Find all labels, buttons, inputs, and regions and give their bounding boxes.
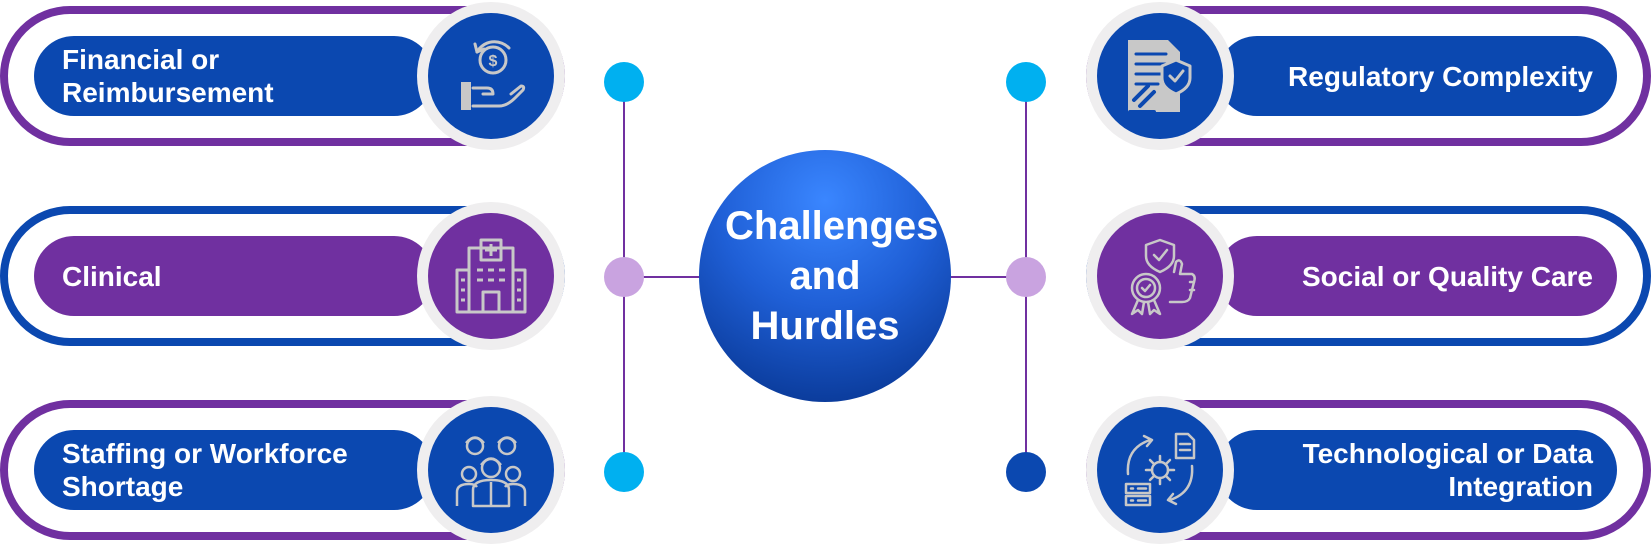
left-top-dot xyxy=(604,62,644,102)
item-bar xyxy=(1217,36,1617,116)
item-label: Clinical xyxy=(62,260,162,292)
item-label: Regulatory Complexity xyxy=(1288,60,1593,92)
item-label: Staffing or Workforce Shortage xyxy=(62,438,348,502)
icon-disc: $ xyxy=(428,13,554,139)
center-title-text: Challenges and Hurdles xyxy=(725,204,939,348)
right-middle-dot xyxy=(1006,257,1046,297)
item-regulatory-complexity: Regulatory Complexity xyxy=(1086,2,1651,150)
right-top-dot xyxy=(1006,62,1046,102)
icon-disc xyxy=(428,407,554,533)
workforce-team-icon xyxy=(455,436,527,508)
quality-award-icon xyxy=(1130,238,1196,316)
regulation-document-icon xyxy=(1128,40,1192,114)
hospital-icon xyxy=(455,238,527,314)
item-social-quality-care: Social or Quality Care xyxy=(1086,202,1651,350)
right-bottom-dot xyxy=(1006,452,1046,492)
left-bottom-dot xyxy=(604,452,644,492)
icon-disc xyxy=(1097,13,1223,139)
data-integration-icon xyxy=(1124,432,1196,507)
svg-text:$: $ xyxy=(489,53,498,70)
item-label: Financial or Reimbursement xyxy=(62,44,274,108)
item-bar xyxy=(1217,236,1617,316)
item-bar xyxy=(34,236,434,316)
item-label: Social or Quality Care xyxy=(1302,260,1593,292)
item-bar xyxy=(34,36,434,116)
money-hand-icon: $ xyxy=(461,40,526,110)
item-financial-reimbursement: Financial or Reimbursement $ xyxy=(0,2,565,150)
center-title: Challenges and Hurdles xyxy=(699,150,951,402)
item-staffing-workforce: Staffing or Workforce Shortage xyxy=(0,396,565,544)
icon-disc xyxy=(1097,213,1223,339)
icon-disc xyxy=(1097,407,1223,533)
item-bar xyxy=(34,430,434,510)
left-middle-dot xyxy=(604,257,644,297)
item-clinical: Clinical xyxy=(0,202,565,350)
item-bar xyxy=(1217,430,1617,510)
icon-disc xyxy=(428,213,554,339)
item-technological-data-integration: Technological or Data Integration xyxy=(1086,396,1651,544)
item-label: Technological or Data Integration xyxy=(1302,438,1593,502)
